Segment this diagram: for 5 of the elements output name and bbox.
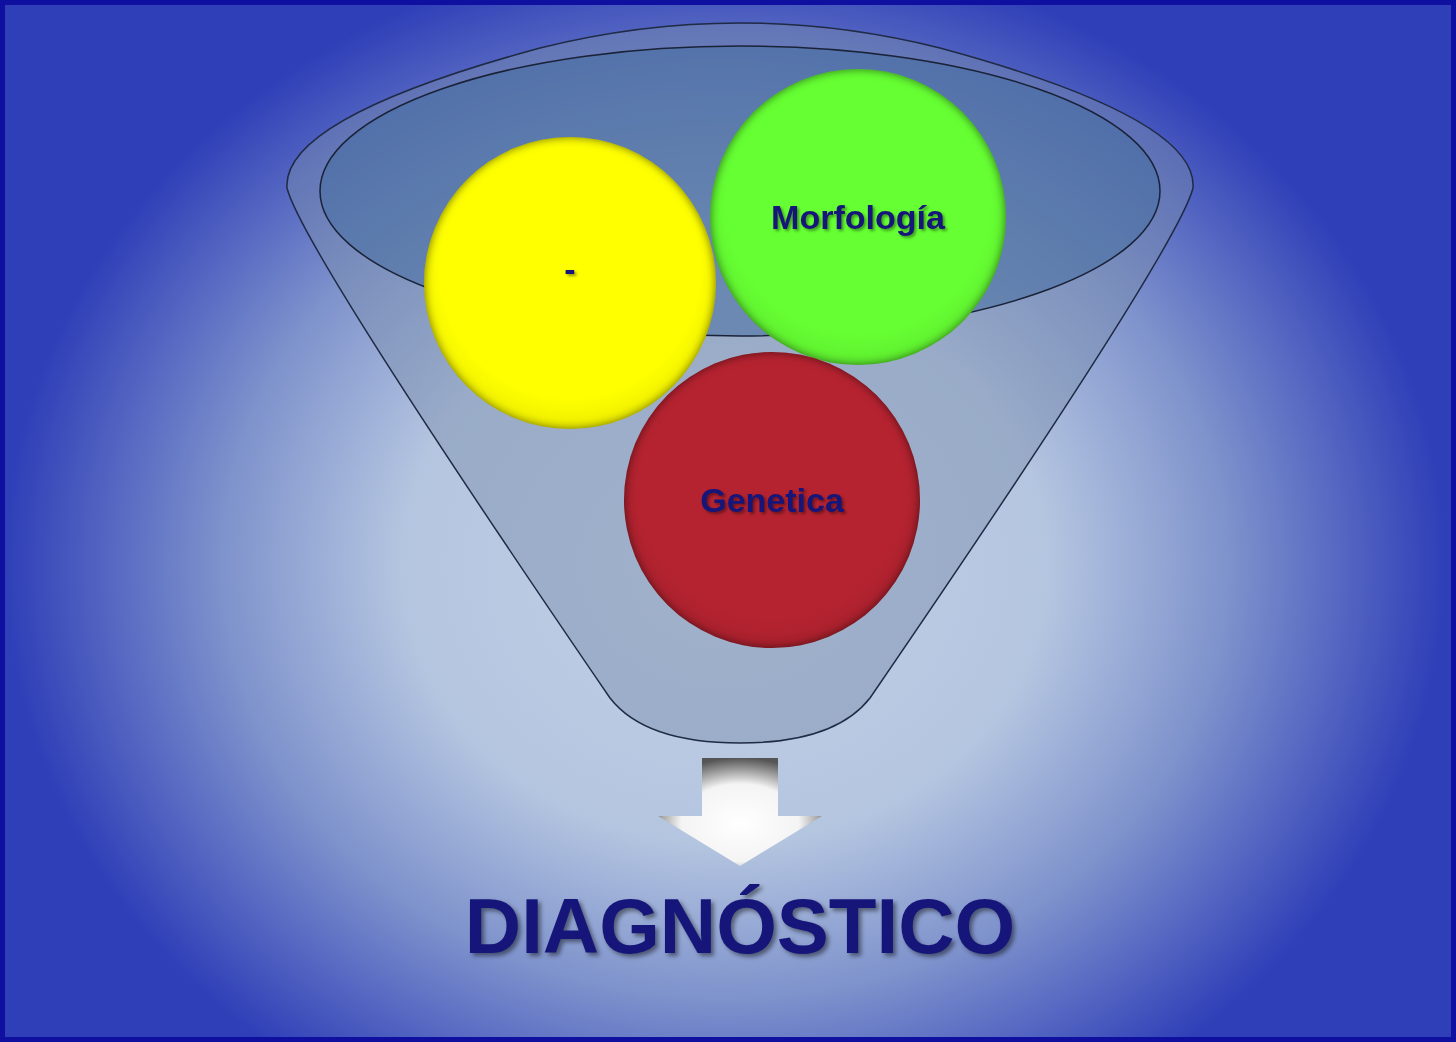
block-arrow (658, 758, 822, 866)
node-label: Genetica (700, 480, 844, 520)
diagnosis-label: DIAGNÓSTICO (464, 880, 1016, 972)
node-label: - (564, 249, 576, 289)
node-label: Morfología (771, 197, 945, 237)
